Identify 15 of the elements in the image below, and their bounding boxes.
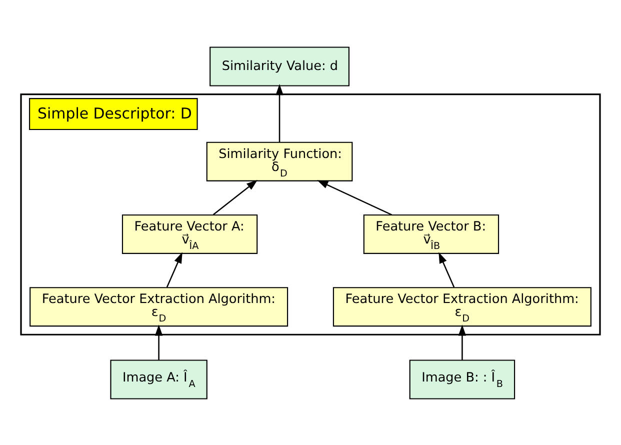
node-box: Similarity Function: δ$_{D}$ (206, 141, 353, 181)
arrow (438, 252, 455, 288)
arrow (166, 252, 182, 288)
arrow (458, 324, 466, 360)
arrow (154, 324, 163, 360)
node-box: Feature Vector Extraction Algorithm: ε$_{D}$ (30, 286, 288, 326)
node-box: Feature Vector A: v⃗$_{ÎA}$ (122, 214, 258, 254)
node-box: Feature Vector B: v⃗$_{ÎB}$ (363, 214, 500, 254)
node-box: Image A: Î$_{A}$ (110, 359, 208, 399)
arrow (212, 179, 258, 215)
arrow (276, 83, 284, 142)
node-box: Feature Vector Extraction Algorithm: ε$_{D}$ (332, 286, 592, 326)
node-box: Image B: : Î$_{B}$ (409, 359, 516, 399)
arrow (317, 180, 392, 215)
node-box: Similarity Value: d (210, 46, 350, 86)
